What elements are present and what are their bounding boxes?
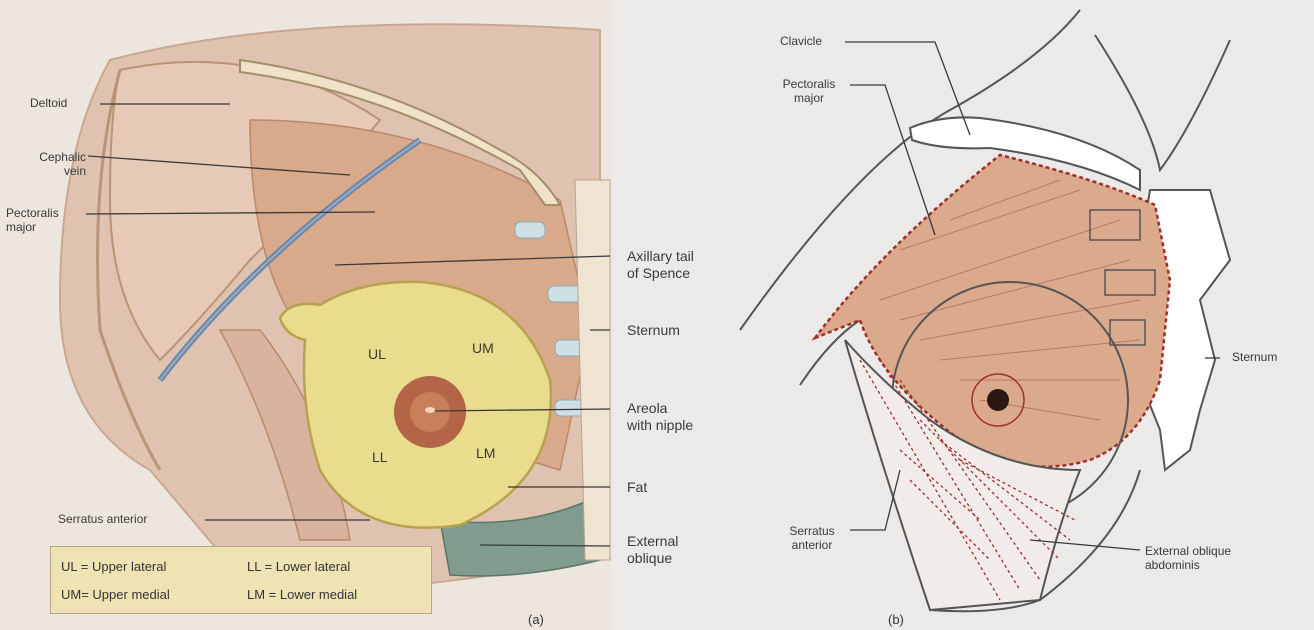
region-um: UM xyxy=(472,340,494,356)
label-external-oblique: External oblique xyxy=(627,533,678,567)
legend-ll: LL = Lower lateral xyxy=(247,559,350,574)
label-sternum-a: Sternum xyxy=(627,322,680,339)
legend-ul: UL = Upper lateral xyxy=(61,559,166,574)
label-deltoid: Deltoid xyxy=(30,96,67,110)
label-serratus-anterior-b: Serratus anterior xyxy=(776,524,848,552)
panel-a-drawing xyxy=(0,0,610,630)
region-lm: LM xyxy=(476,445,495,461)
label-external-oblique-abdominis: External oblique abdominis xyxy=(1145,544,1231,572)
label-pectoralis-major-b: Pectoralis major xyxy=(770,77,848,105)
legend: UL = Upper lateral LL = Lower lateral UM… xyxy=(50,546,432,614)
region-ul: UL xyxy=(368,346,386,362)
legend-lm: LM = Lower medial xyxy=(247,587,357,602)
label-cephalic-vein: Cephalic vein xyxy=(16,150,86,178)
label-clavicle: Clavicle xyxy=(780,34,822,48)
legend-um: UM= Upper medial xyxy=(61,587,170,602)
caption-b: (b) xyxy=(888,612,904,627)
label-fat: Fat xyxy=(627,479,647,496)
label-pectoralis-major: Pectoralis major xyxy=(6,206,84,234)
label-sternum-b: Sternum xyxy=(1232,350,1277,364)
region-ll: LL xyxy=(372,449,388,465)
label-areola: Areola with nipple xyxy=(627,400,693,434)
caption-a: (a) xyxy=(528,612,544,627)
label-serratus-anterior-a: Serratus anterior xyxy=(58,512,147,526)
label-axillary-tail: Axillary tail of Spence xyxy=(627,248,694,282)
panel-b-drawing xyxy=(612,0,1314,630)
